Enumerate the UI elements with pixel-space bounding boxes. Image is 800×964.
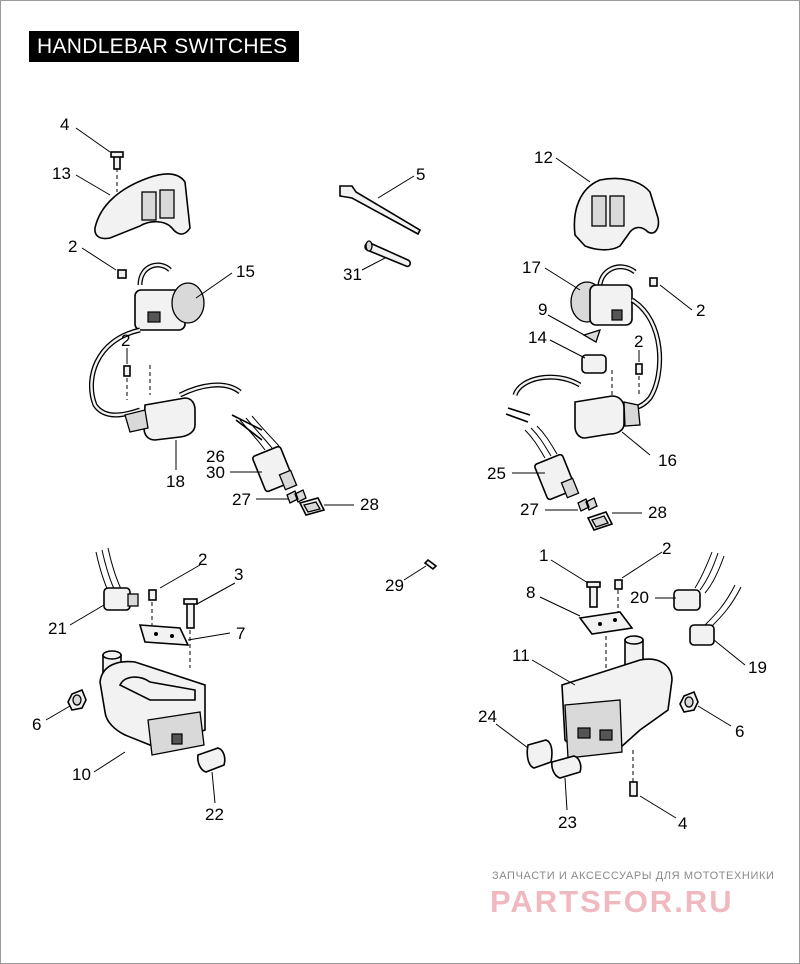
page-title: HANDLEBAR SWITCHES	[29, 31, 300, 62]
callout-20: 20	[630, 588, 649, 607]
callout-11: 11	[512, 646, 530, 665]
callout-25: 25	[487, 464, 506, 483]
callout-30: 30	[206, 463, 225, 482]
callout-10: 10	[72, 765, 91, 784]
callout-6: 6	[32, 715, 41, 734]
callout-29: 29	[385, 576, 404, 595]
callout-17: 17	[522, 258, 541, 277]
callout-2: 2	[198, 550, 207, 569]
callout-4: 4	[60, 115, 69, 134]
callout-2: 2	[696, 301, 705, 320]
callout-27: 27	[232, 490, 251, 509]
callout-27: 27	[520, 500, 539, 519]
callout-31: 31	[343, 265, 362, 284]
callout-28: 28	[648, 503, 667, 522]
callout-4: 4	[678, 814, 687, 833]
callout-5: 5	[416, 165, 425, 184]
callout-12: 12	[534, 148, 553, 167]
callout-8: 8	[526, 583, 535, 602]
callout-14: 14	[528, 328, 547, 347]
callout-2: 2	[662, 539, 671, 558]
watermark-logo: PARTSFOR.RU	[490, 884, 734, 919]
callout-1: 1	[539, 546, 548, 565]
callout-24: 24	[478, 707, 497, 726]
callout-2: 2	[121, 331, 130, 350]
callout-3: 3	[234, 565, 243, 584]
callout-7: 7	[236, 624, 245, 643]
left-switch-housing-lower	[67, 547, 226, 773]
callout-6: 6	[735, 722, 744, 741]
small-part-29	[423, 558, 438, 571]
callout-23: 23	[558, 813, 577, 832]
left-switch-housing-upper	[89, 151, 263, 441]
callout-leaders	[45, 127, 746, 819]
cable-strap-and-sleeve	[339, 185, 422, 268]
callout-9: 9	[538, 300, 547, 319]
right-switch-housing-upper	[505, 177, 663, 439]
callout-16: 16	[658, 451, 677, 470]
callout-2: 2	[634, 332, 643, 351]
watermark-tagline: ЗАПЧАСТИ И АКСЕССУАРЫ ДЛЯ МОТОТЕХНИКИ	[492, 870, 775, 882]
callout-labels: 4 13 2 15 2 18 5 31 26 30 27 28 12 17 2 …	[32, 115, 767, 833]
callout-15: 15	[236, 262, 255, 281]
callout-26: 26	[206, 447, 225, 466]
callout-19: 19	[748, 658, 767, 677]
right-switch-housing-lower	[526, 551, 742, 797]
callout-28: 28	[360, 495, 379, 514]
callout-18: 18	[166, 472, 185, 491]
callout-21: 21	[48, 619, 67, 638]
callout-22: 22	[205, 805, 224, 824]
callout-2: 2	[68, 237, 77, 256]
callout-13: 13	[52, 164, 71, 183]
left-connector-group	[239, 415, 326, 516]
right-connector-group	[524, 425, 614, 531]
